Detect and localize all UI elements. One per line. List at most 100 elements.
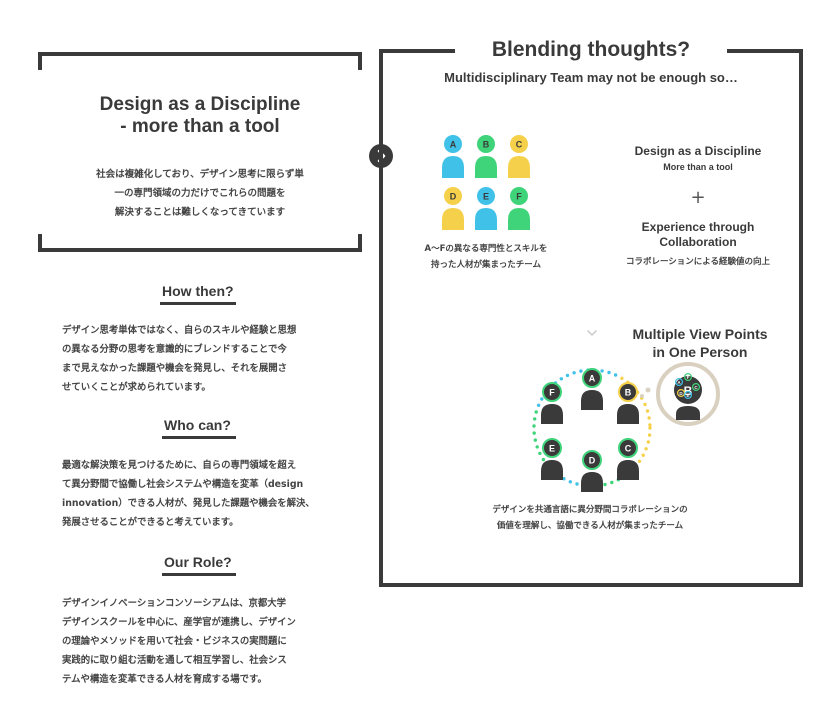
ring-dot — [644, 447, 648, 451]
experience-heading: Experience through Collaboration — [610, 220, 786, 250]
circle-person-letter: F — [549, 388, 555, 398]
bubble-connector-dot — [640, 394, 644, 398]
ring-dot — [532, 431, 536, 435]
team-person-letter: F — [516, 192, 522, 202]
section-line: 実践的に取り組む活動を通して相互学習し、社会シス — [62, 655, 287, 666]
ring-dot — [641, 453, 645, 457]
section-line: 発展させることができると考えています。 — [62, 517, 239, 528]
team-person-letter: A — [450, 140, 457, 150]
bracket-corner — [358, 52, 362, 70]
circle-person-letter: A — [589, 374, 596, 384]
ring-dot — [620, 376, 624, 380]
section-title-role: Our Role? — [164, 554, 232, 570]
ring-dot — [646, 440, 650, 444]
ring-dot — [648, 423, 652, 427]
intro-desc-line: 一の専門領域の力だけでこれらの問題を — [114, 188, 286, 199]
team-caption-line: 持った人材が集まったチーム — [431, 260, 541, 270]
ring-dot — [603, 482, 607, 487]
ring-dot — [643, 402, 647, 407]
circle-person-letter: E — [549, 444, 555, 454]
ring-dot — [610, 480, 614, 485]
team-person-letter: B — [483, 140, 490, 150]
blending-frame — [379, 49, 803, 587]
experience-caption: コラボレーションによる経験値の向上 — [625, 257, 771, 267]
section-line: の理論やメソッドを用いて社会・ビジネスの実問題に — [62, 636, 287, 647]
team-person-figure: F — [508, 187, 530, 230]
circle-person-letter: B — [625, 388, 632, 398]
section-line: まで見えなかった課題や機会を発見し、それを展開さ — [62, 363, 288, 374]
circle-person-figure: D — [581, 450, 603, 492]
multiple-viewpoints-heading: Multiple View Points in One Person — [610, 325, 790, 361]
team-person-letter: D — [450, 192, 457, 202]
team-person-letter: E — [483, 192, 489, 202]
team-caption-line: A～Fの異なる専門性とスキルを — [424, 244, 548, 254]
ring-dot — [647, 416, 651, 420]
ring-dot — [607, 370, 611, 375]
bubble-letter-small: E — [686, 393, 689, 398]
ring-dot — [645, 409, 650, 413]
ring-dot — [538, 451, 542, 456]
ring-dot — [613, 373, 618, 377]
bracket-corner — [38, 234, 42, 252]
collab-caption-line: デザインを共通言語に異分野間コラボレーションの — [492, 505, 688, 515]
bubble-letter-small: F — [687, 375, 690, 380]
section-line: て異分野間で協働し社会システムや構造を変革（design — [62, 479, 304, 490]
bracket-corner — [38, 52, 42, 70]
ring-dot — [534, 410, 538, 414]
ring-dot — [533, 417, 537, 421]
circle-person-figure: F — [541, 382, 563, 424]
section-underline — [160, 302, 236, 305]
ring-dot — [540, 397, 544, 401]
ring-dot — [559, 377, 563, 381]
ring-dot — [572, 371, 576, 375]
ring-dot — [533, 438, 537, 442]
section-line: デザインイノベーションコンソーシアムは、京都大学 — [62, 598, 286, 609]
blending-subtitle: Multidisciplinary Team may not be enough… — [444, 70, 738, 85]
ring-dot — [532, 424, 536, 428]
circle-person-figure: C — [617, 438, 639, 480]
circle-person-figure: B — [617, 382, 639, 424]
section-body-role: デザインイノベーションコンソーシアムは、京都大学 デザインスクールを中心に、産学… — [62, 594, 340, 689]
intro-title-line: Design as a Discipline — [99, 94, 301, 115]
bracket-corner — [358, 234, 362, 252]
circle-person-letter: C — [625, 444, 632, 454]
collaboration-caption: デザインを共通言語に異分野間コラボレーションの 価値を理解し、協働できる人材が集… — [470, 502, 710, 534]
ring-dot — [575, 482, 579, 486]
ring-dot — [565, 373, 570, 378]
ring-dot — [579, 369, 583, 373]
section-line: テムや構造を変革できる人材を育成する場です。 — [62, 674, 267, 685]
team-person-figure: B — [475, 135, 497, 178]
bracket-top — [38, 52, 362, 56]
team-person-figure: C — [508, 135, 530, 178]
section-line: せていくことが求められています。 — [62, 382, 211, 393]
section-line: の異なる分野の思考を意識的にブレンドすることで今 — [62, 344, 287, 355]
section-line: innovation）できる人材が、発見した課題や機会を解決、 — [62, 498, 315, 509]
frame-top-left — [379, 49, 455, 53]
bubble-letter-small: A — [677, 380, 681, 385]
circle-person-figure: E — [541, 438, 563, 480]
ring-dot — [647, 433, 652, 437]
section-underline — [162, 436, 236, 439]
intro-box: Design as a Discipline - more than a too… — [38, 52, 362, 252]
mvp-heading-line: in One Person — [652, 344, 748, 360]
ring-dot — [600, 369, 604, 373]
ring-dot — [535, 445, 539, 449]
blending-title: Blending thoughts? — [491, 38, 691, 61]
intro-title: Design as a Discipline - more than a too… — [38, 94, 362, 138]
team-person-letter: C — [516, 140, 523, 150]
bubble-letter-small: C — [694, 385, 698, 390]
bracket-bottom — [38, 248, 362, 252]
intro-desc-line: 社会は複雑化しており、デザイン思考に限らず単 — [96, 169, 304, 180]
collab-caption-line: 価値を理解し、協働できる人材が集まったチーム — [496, 521, 684, 531]
section-body-who: 最適な解決策を見つけるために、自らの専門領域を超え て異分野間で協働し社会システ… — [62, 456, 340, 532]
team-person-figure: D — [442, 187, 464, 230]
section-body-how: デザイン思考単体ではなく、自らのスキルや経験と思想 の異なる分野の思考を意識的に… — [62, 321, 340, 397]
section-line: デザイン思考単体ではなく、自らのスキルや経験と思想 — [62, 325, 297, 336]
circle-person-figure: A — [581, 368, 603, 410]
design-discipline-subheading: More than a tool — [663, 162, 733, 172]
mvp-heading-line: Multiple View Points — [632, 326, 768, 342]
bubble-letter-small: D — [679, 391, 683, 396]
ring-dot — [541, 457, 546, 462]
ring-dot — [648, 426, 652, 430]
